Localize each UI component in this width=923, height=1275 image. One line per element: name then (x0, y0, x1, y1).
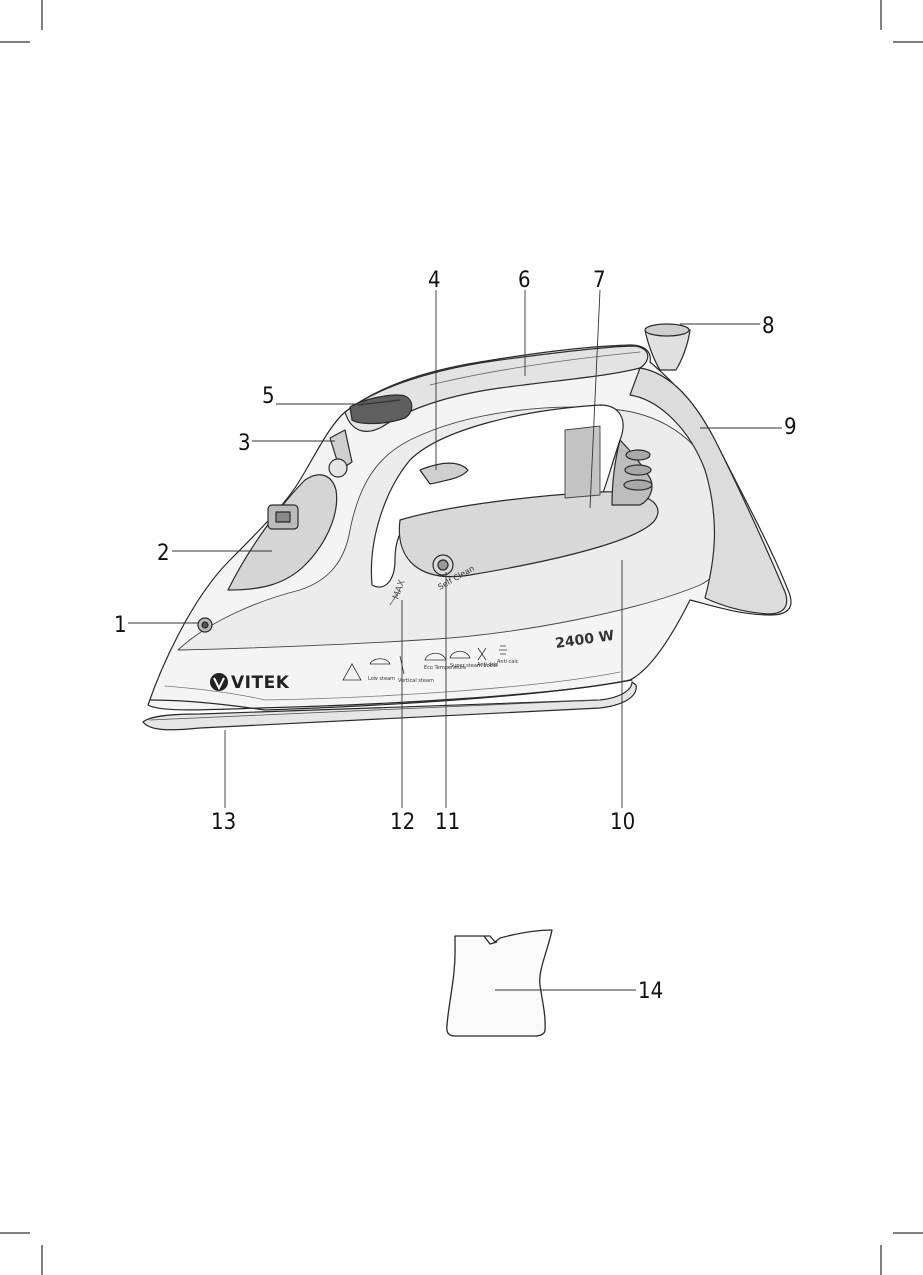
callout-9: 9 (784, 415, 797, 440)
water-tank (398, 491, 659, 578)
callout-2: 2 (157, 541, 170, 566)
anti-calc-icon (499, 645, 507, 655)
rear-handle (629, 367, 788, 615)
brand-text: VITEK (231, 673, 290, 693)
callout-3: 3 (238, 431, 251, 456)
callout-5: 5 (262, 384, 275, 409)
panel-label-super-steam: Super steam boost (450, 663, 497, 669)
soleplate (142, 681, 637, 731)
handle-opening (370, 404, 624, 588)
callout-4: 4 (428, 268, 441, 293)
callout-11: 11 (435, 810, 460, 835)
callout-1: 1 (114, 613, 127, 638)
leader-lines (128, 289, 782, 991)
burst-button (349, 394, 413, 425)
panel-label-eco: Eco Temperature (424, 665, 466, 671)
callout-14: 14 (638, 979, 663, 1004)
panel-label-anti-drip: Anti drip (477, 662, 498, 668)
callout-12: 12 (390, 810, 415, 835)
panel-label-vertical-steam: Vertical steam (398, 678, 434, 684)
callout-6: 6 (518, 268, 531, 293)
vitek-logo: VITEK (210, 673, 290, 693)
measuring-cup (446, 929, 553, 1037)
warning-icon (342, 663, 362, 681)
callout-8: 8 (762, 314, 775, 339)
anti-drip-icon (477, 647, 487, 661)
callout-13: 13 (211, 810, 236, 835)
iron-illustration (142, 323, 792, 731)
callout-10: 10 (610, 810, 635, 835)
panel-icon-labels: Low steam Vertical steam Eco Temperature… (368, 659, 519, 684)
panel-label-anti-calc: Anti calc (497, 659, 519, 665)
cord-guard (644, 329, 691, 371)
callout-numbers: 1 2 3 4 5 6 7 8 9 10 11 12 13 14 (114, 268, 797, 1004)
panel-label-low-steam: Low steam (368, 676, 395, 682)
callout-7: 7 (593, 268, 606, 293)
